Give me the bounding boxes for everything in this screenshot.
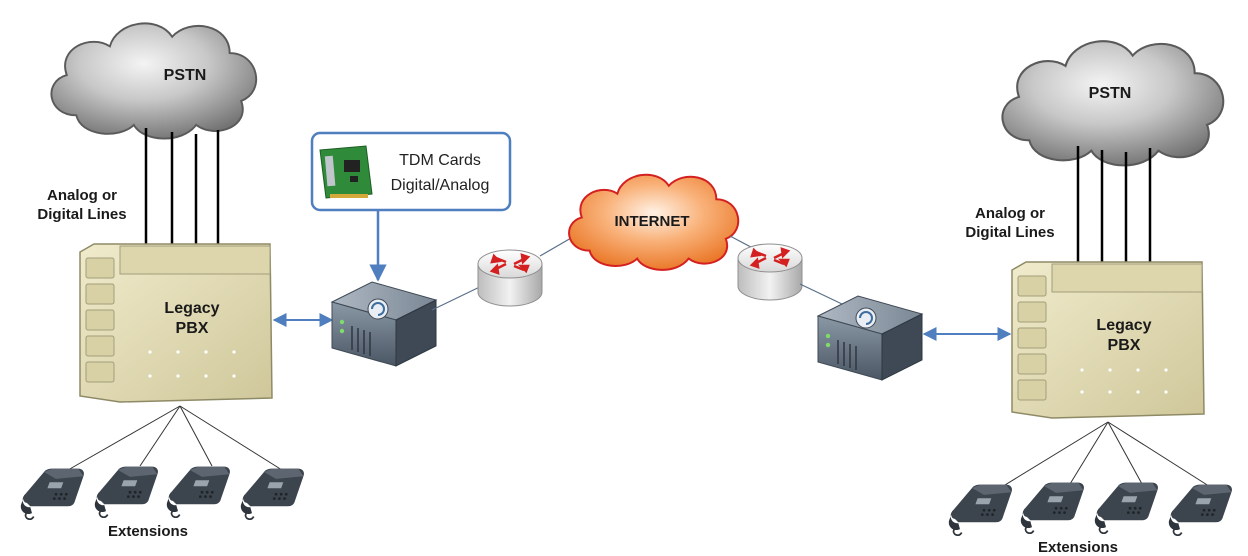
- right-router: [737, 243, 803, 301]
- tdm-label-2: Digital/Analog: [391, 177, 490, 194]
- right-pstn-cloud: PSTN: [1001, 40, 1225, 167]
- phone-icon: [20, 467, 85, 520]
- right-pbx-label-1: Legacy: [1096, 317, 1151, 334]
- left-pbx-label-2: PBX: [176, 320, 209, 337]
- circuit-card-icon: [319, 145, 373, 199]
- left-router: [477, 249, 543, 307]
- right-lines-label-2: Digital Lines: [965, 224, 1054, 241]
- right-pstn-label: PSTN: [1089, 85, 1132, 102]
- right-pbx-label-2: PBX: [1108, 337, 1141, 354]
- left-lines-label-1: Analog or: [47, 187, 117, 204]
- left-gateway-server: [330, 281, 438, 367]
- left-lines-label-2: Digital Lines: [37, 206, 126, 223]
- tdm-card-callout: TDM Cards Digital/Analog: [310, 131, 512, 212]
- internet-cloud: INTERNET: [568, 173, 740, 271]
- right-gateway-server: [816, 295, 924, 381]
- phone-icon: [1094, 481, 1159, 534]
- left-pstn-label: PSTN: [164, 67, 207, 84]
- phone-icon: [240, 467, 305, 520]
- router-icon: [749, 247, 791, 269]
- right-lines-label-1: Analog or: [975, 205, 1045, 222]
- phone-icon: [1020, 481, 1085, 534]
- left-pbx: Legacy PBX: [79, 243, 273, 403]
- server-icon: [855, 307, 877, 329]
- left-pbx-label-1: Legacy: [164, 300, 219, 317]
- right-pbx: Legacy PBX: [1011, 261, 1205, 419]
- phone-icon: [948, 483, 1013, 536]
- right-pstn-lines: [1076, 146, 1152, 262]
- left-extensions-label: Extensions: [108, 523, 188, 540]
- phone-icon: [94, 465, 159, 518]
- internet-label: INTERNET: [615, 213, 690, 230]
- right-wan-link: [799, 283, 843, 305]
- left-pstn-cloud: PSTN: [50, 22, 258, 140]
- right-extensions-label: Extensions: [1038, 539, 1118, 556]
- phone-icon: [1168, 483, 1233, 536]
- right-extension-lines: [999, 421, 1213, 489]
- phone-icon: [166, 465, 231, 518]
- left-site: PSTN Analog or Digital Lines: [20, 22, 305, 540]
- tdm-label-1: TDM Cards: [399, 152, 481, 169]
- router-icon: [489, 253, 531, 275]
- server-icon: [367, 298, 389, 320]
- left-pstn-lines: [144, 128, 220, 244]
- right-site: PSTN Analog or Digital Lines Leg: [948, 40, 1233, 556]
- left-extension-lines: [67, 405, 283, 471]
